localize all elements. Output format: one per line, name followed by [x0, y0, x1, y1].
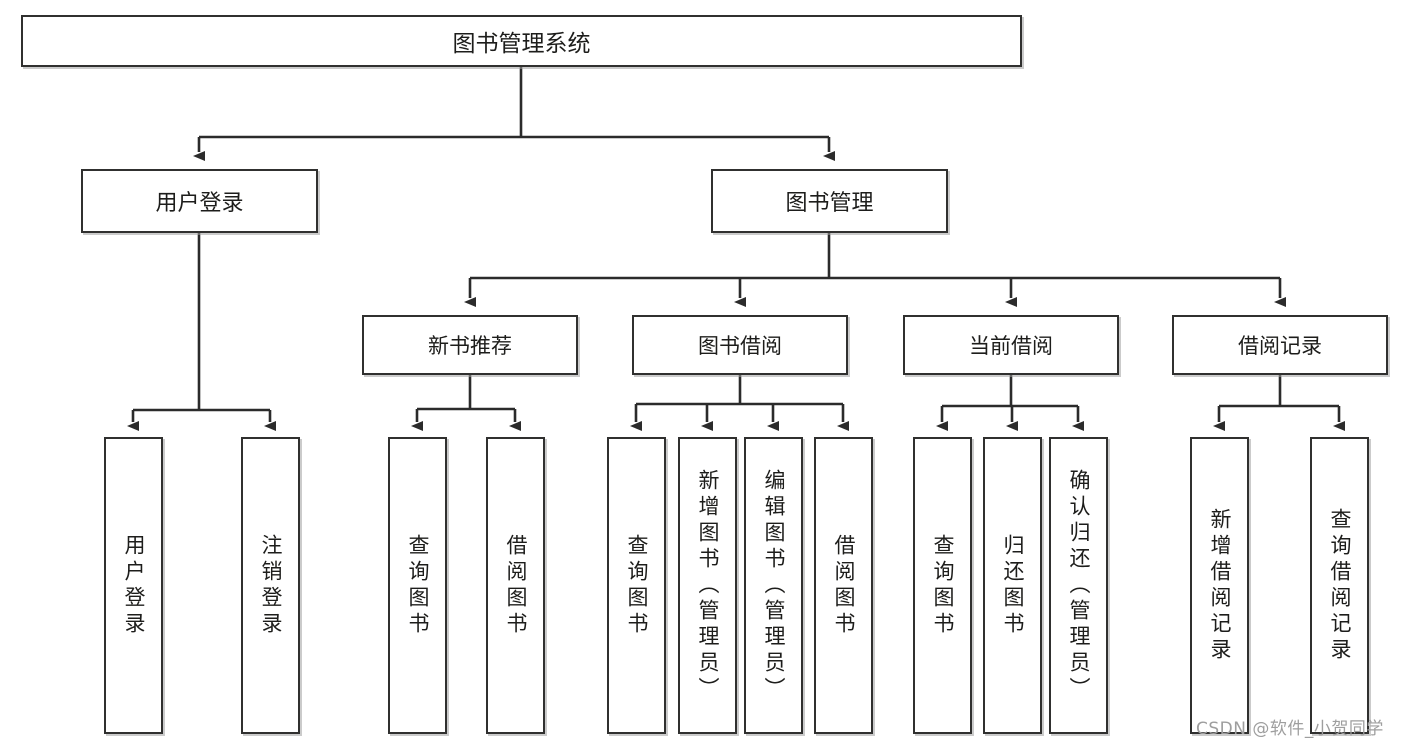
- leaf-label: 确认归还（管理员）: [1067, 468, 1091, 703]
- leaf-current-query[interactable]: 查询图书: [913, 437, 972, 734]
- leaf-label: 新增借阅记录: [1208, 507, 1232, 664]
- leaf-label: 用户登录: [122, 533, 146, 638]
- leaf-borrow-query[interactable]: 查询图书: [607, 437, 666, 734]
- leaf-user-login-login[interactable]: 用户登录: [104, 437, 163, 734]
- leaf-new-books-query[interactable]: 查询图书: [388, 437, 447, 734]
- leaf-current-confirm-return-admin[interactable]: 确认归还（管理员）: [1049, 437, 1108, 734]
- node-current-borrow[interactable]: 当前借阅: [903, 315, 1119, 375]
- leaf-new-books-borrow[interactable]: 借阅图书: [486, 437, 545, 734]
- leaf-label: 归还图书: [1001, 533, 1025, 638]
- leaf-current-return-book[interactable]: 归还图书: [983, 437, 1042, 734]
- leaf-borrow-add-book-admin[interactable]: 新增图书（管理员）: [678, 437, 737, 734]
- leaf-label: 编辑图书（管理员）: [762, 468, 786, 703]
- leaf-borrow-edit-book-admin[interactable]: 编辑图书（管理员）: [744, 437, 803, 734]
- leaf-label: 查询图书: [625, 533, 649, 638]
- node-root-system[interactable]: 图书管理系统: [21, 15, 1022, 67]
- leaf-user-login-logout[interactable]: 注销登录: [241, 437, 300, 734]
- leaf-label: 注销登录: [259, 533, 283, 638]
- csdn-watermark: CSDN @软件_小贺同学: [1196, 719, 1384, 739]
- node-book-borrow[interactable]: 图书借阅: [632, 315, 848, 375]
- node-borrow-records[interactable]: 借阅记录: [1172, 315, 1388, 375]
- leaf-label: 查询图书: [931, 533, 955, 638]
- leaf-label: 查询借阅记录: [1328, 507, 1352, 664]
- leaf-label: 借阅图书: [832, 533, 856, 638]
- node-new-book-recommend[interactable]: 新书推荐: [362, 315, 578, 375]
- leaf-label: 新增图书（管理员）: [696, 468, 720, 703]
- leaf-borrow-borrow-book[interactable]: 借阅图书: [814, 437, 873, 734]
- node-book-management[interactable]: 图书管理: [711, 169, 948, 233]
- leaf-label: 查询图书: [406, 533, 430, 638]
- leaf-records-add-record[interactable]: 新增借阅记录: [1190, 437, 1249, 734]
- node-user-login[interactable]: 用户登录: [81, 169, 318, 233]
- leaf-label: 借阅图书: [504, 533, 528, 638]
- leaf-records-query-record[interactable]: 查询借阅记录: [1310, 437, 1369, 734]
